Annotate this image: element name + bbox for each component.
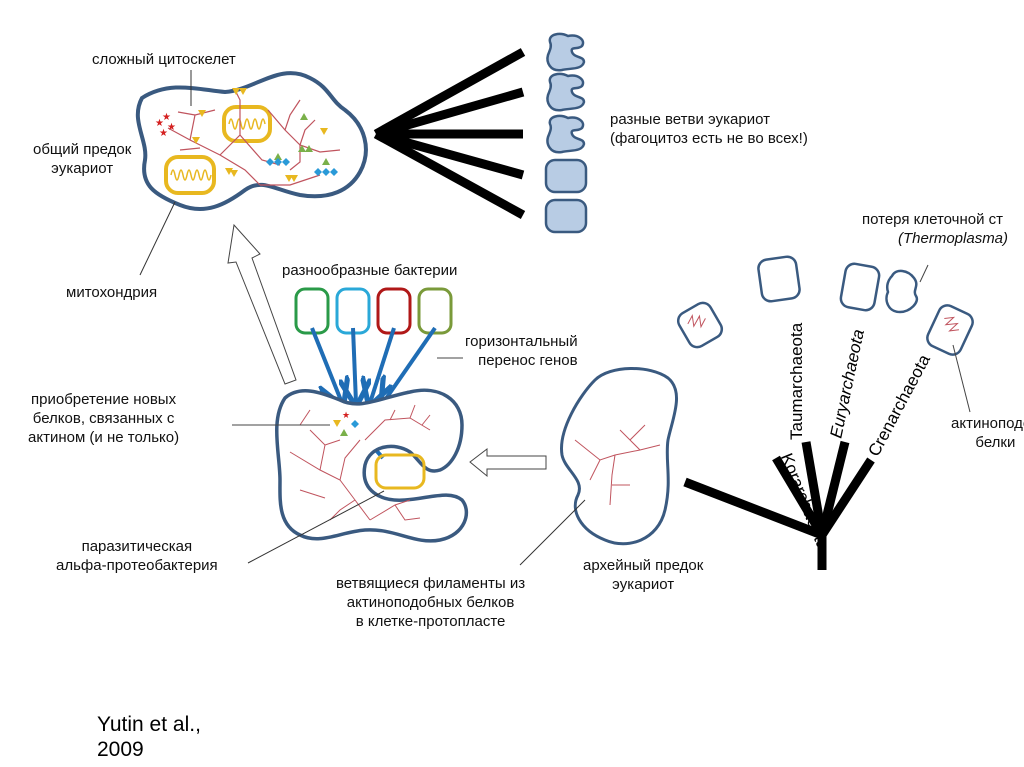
- label-new-proteins-line3: актином (и не только): [28, 429, 180, 446]
- yellow-triangle-proteins: [192, 88, 328, 182]
- label-new-proteins-line2: белков, связанных с: [32, 410, 175, 427]
- label-hgt-line2: перенос генов: [478, 352, 578, 369]
- label-hgt: горизонтальный перенос генов: [465, 332, 578, 370]
- acquired-proteins: ★: [333, 410, 359, 436]
- label-filaments-line1: ветвящиеся филаменты из: [336, 575, 526, 592]
- phagocytic-cell-1: [546, 32, 586, 72]
- label-parasitic-line1: паразитическая: [81, 538, 193, 555]
- label-filaments-line3: в клетке-протопласте: [355, 613, 506, 630]
- label-eukaryote-branches: разные ветви эукариот (фагоцитоз есть не…: [610, 110, 808, 148]
- svg-text:★: ★: [162, 112, 171, 123]
- svg-text:★: ★: [155, 118, 164, 129]
- svg-text:★: ★: [167, 122, 176, 133]
- label-filaments-line2: актиноподобных белков: [346, 594, 515, 611]
- citation-year: 2009: [97, 738, 144, 761]
- blue-diamond-proteins: [266, 158, 338, 176]
- taumarchaeota-cell: [757, 255, 801, 303]
- label-euk-branches-line2: (фагоцитоз есть не во всех!): [610, 130, 808, 147]
- label-branching-filaments: ветвящиеся филаменты из актиноподобных б…: [336, 574, 525, 631]
- label-actin-like-line1: актиноподоб: [951, 415, 1024, 432]
- label-cell-wall-loss-line1: потеря клеточной ст: [862, 211, 1004, 228]
- label-cell-wall-loss: потеря клеточной ст (Thermoplasma): [862, 210, 1008, 248]
- leader-mitochondria: [139, 201, 176, 276]
- label-actin-like-proteins: актиноподоб белки: [951, 414, 1024, 452]
- bacterium-olive: [417, 287, 453, 335]
- korarchaeota-cell: [676, 301, 724, 349]
- bacterium-cyan: [335, 287, 371, 335]
- crenarchaeota-cell: [926, 304, 974, 356]
- label-diverse-bacteria: разнообразные бактерии: [282, 262, 458, 279]
- red-star-proteins: ★ ★ ★ ★: [155, 112, 176, 139]
- evolution-arrow-left: [469, 447, 547, 478]
- green-triangle-proteins: [274, 113, 330, 165]
- eukaryote-tree: [373, 48, 526, 219]
- label-parasitic-line2: альфа-протеобактерия: [56, 557, 218, 574]
- diverse-bacteria: [294, 287, 453, 335]
- label-actin-like-line2: белки: [975, 434, 1016, 451]
- leader-filaments: [519, 499, 586, 566]
- label-archaeal-ancestor-line1: архейный предок: [583, 557, 704, 574]
- leader-thermoplasma: [919, 264, 929, 283]
- svg-text:★: ★: [159, 128, 168, 139]
- mitochondrion-1: [222, 105, 272, 143]
- mitochondrion-2: [164, 155, 216, 195]
- euryarchaeota-cell: [839, 262, 881, 312]
- bacterium-green: [294, 287, 330, 335]
- label-common-ancestor: общий предок эукариот: [33, 140, 131, 178]
- label-parasitic-bacterium: паразитическая альфа-протеобактерия: [56, 537, 218, 575]
- common-ancestor-cell: ★ ★ ★ ★: [135, 71, 368, 211]
- parasitic-alpha-proteobacterium: [374, 453, 426, 490]
- leader-actin-like: [952, 344, 971, 413]
- archaeal-ancestor-cell: [560, 367, 678, 546]
- label-new-proteins: приобретение новых белков, связанных с а…: [28, 390, 179, 447]
- label-archaeal-ancestor-line2: эукариот: [612, 576, 675, 593]
- phagocytic-cell-3: [546, 114, 586, 154]
- thermoplasma-cell: [885, 269, 919, 314]
- label-new-proteins-line1: приобретение новых: [31, 391, 177, 408]
- taxon-taumarchaeota: Taumarchaeota: [787, 322, 806, 440]
- label-common-ancestor-line2: эукариот: [51, 160, 114, 177]
- walled-cell-1: [544, 158, 588, 194]
- archaea-cells: [676, 255, 974, 356]
- label-common-ancestor-line1: общий предок: [33, 141, 132, 158]
- protoplast-cell: ★: [275, 388, 469, 543]
- svg-text:★: ★: [342, 410, 350, 420]
- bacterium-red: [376, 287, 412, 335]
- archaea-tree: [683, 440, 875, 570]
- eukaryote-branch-cells: [544, 32, 588, 234]
- citation-authors: Yutin et al.,: [97, 713, 201, 736]
- protoplast-filaments: [289, 404, 431, 521]
- label-thermoplasma: (Thermoplasma): [898, 230, 1009, 247]
- citation: Yutin et al., 2009: [97, 712, 201, 762]
- label-archaeal-ancestor: архейный предок эукариот: [583, 556, 703, 594]
- label-mitochondria: митохондрия: [66, 284, 158, 301]
- label-hgt-line1: горизонтальный: [465, 333, 578, 350]
- evolution-arrow-up: [227, 223, 297, 385]
- leader-parasite: [247, 490, 385, 564]
- walled-cell-2: [544, 198, 588, 234]
- label-euk-branches-line1: разные ветви эукариот: [610, 111, 770, 128]
- label-complex-cytoskeleton: сложный цитоскелет: [92, 51, 236, 68]
- phagocytic-cell-2: [546, 72, 586, 112]
